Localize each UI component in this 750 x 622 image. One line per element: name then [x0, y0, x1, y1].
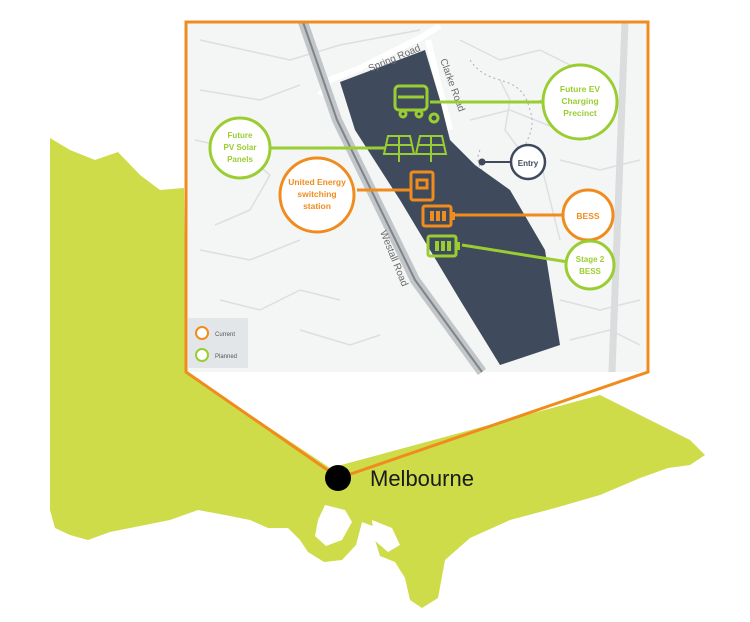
melbourne-label: Melbourne: [370, 466, 474, 491]
victoria-land: [50, 138, 705, 608]
pv-label-line3: Panels: [227, 155, 253, 164]
ev-truck-icon: [393, 84, 440, 124]
entry-point: [478, 158, 486, 166]
ev-label-line3: Precinct: [563, 108, 597, 118]
legend-planned-label: Planned: [215, 354, 237, 360]
ue-label-line3: station: [303, 201, 331, 211]
stage2-label-line1: Stage 2: [576, 255, 605, 264]
battery-icon-current: [421, 204, 455, 228]
pv-solar-callout: Future PV Solar Panels: [208, 116, 272, 180]
ue-label-line1: United Energy: [288, 177, 346, 187]
port-phillip-bay: [315, 505, 352, 546]
pv-label-line1: Future: [228, 131, 253, 140]
legend-planned-swatch: [195, 348, 209, 362]
bess-callout: BESS: [561, 188, 615, 242]
clarke-road-line: [425, 39, 453, 131]
railway-track: [302, 21, 483, 373]
callout-connectors: [265, 100, 569, 264]
inset-frame: [184, 20, 650, 480]
ev-label-line2: Charging: [561, 96, 598, 106]
battery-icon-planned: [426, 234, 460, 258]
pv-label-line2: PV Solar: [224, 143, 257, 152]
stage2-label-line2: BESS: [579, 267, 601, 276]
legend-current-swatch: [195, 326, 209, 340]
right-road: [608, 21, 629, 373]
entry-label: Entry: [518, 159, 539, 168]
switching-station-callout: United Energy switching station: [278, 156, 356, 234]
ev-label-line1: Future EV: [560, 84, 600, 94]
legend-current-label: Current: [215, 332, 235, 338]
bess-label: BESS: [576, 211, 599, 221]
ev-charging-callout: Future EV Charging Precinct: [541, 63, 619, 141]
map-legend: Current Planned: [188, 318, 248, 368]
switching-station-icon: [409, 170, 435, 202]
legend-box: [188, 318, 248, 368]
ue-label-line2: switching: [297, 189, 336, 199]
street-network: [194, 29, 641, 346]
stage2-bess-callout: Stage 2 BESS: [564, 239, 616, 291]
site-inset-map: Spring Road Clarke Road Westall Road: [184, 20, 650, 480]
melbourne-marker[interactable]: [325, 465, 351, 491]
stage2-connector: [461, 243, 569, 264]
entry-callout: Entry: [509, 143, 547, 181]
western-port: [372, 520, 400, 552]
solar-panel-icon: [382, 135, 448, 162]
